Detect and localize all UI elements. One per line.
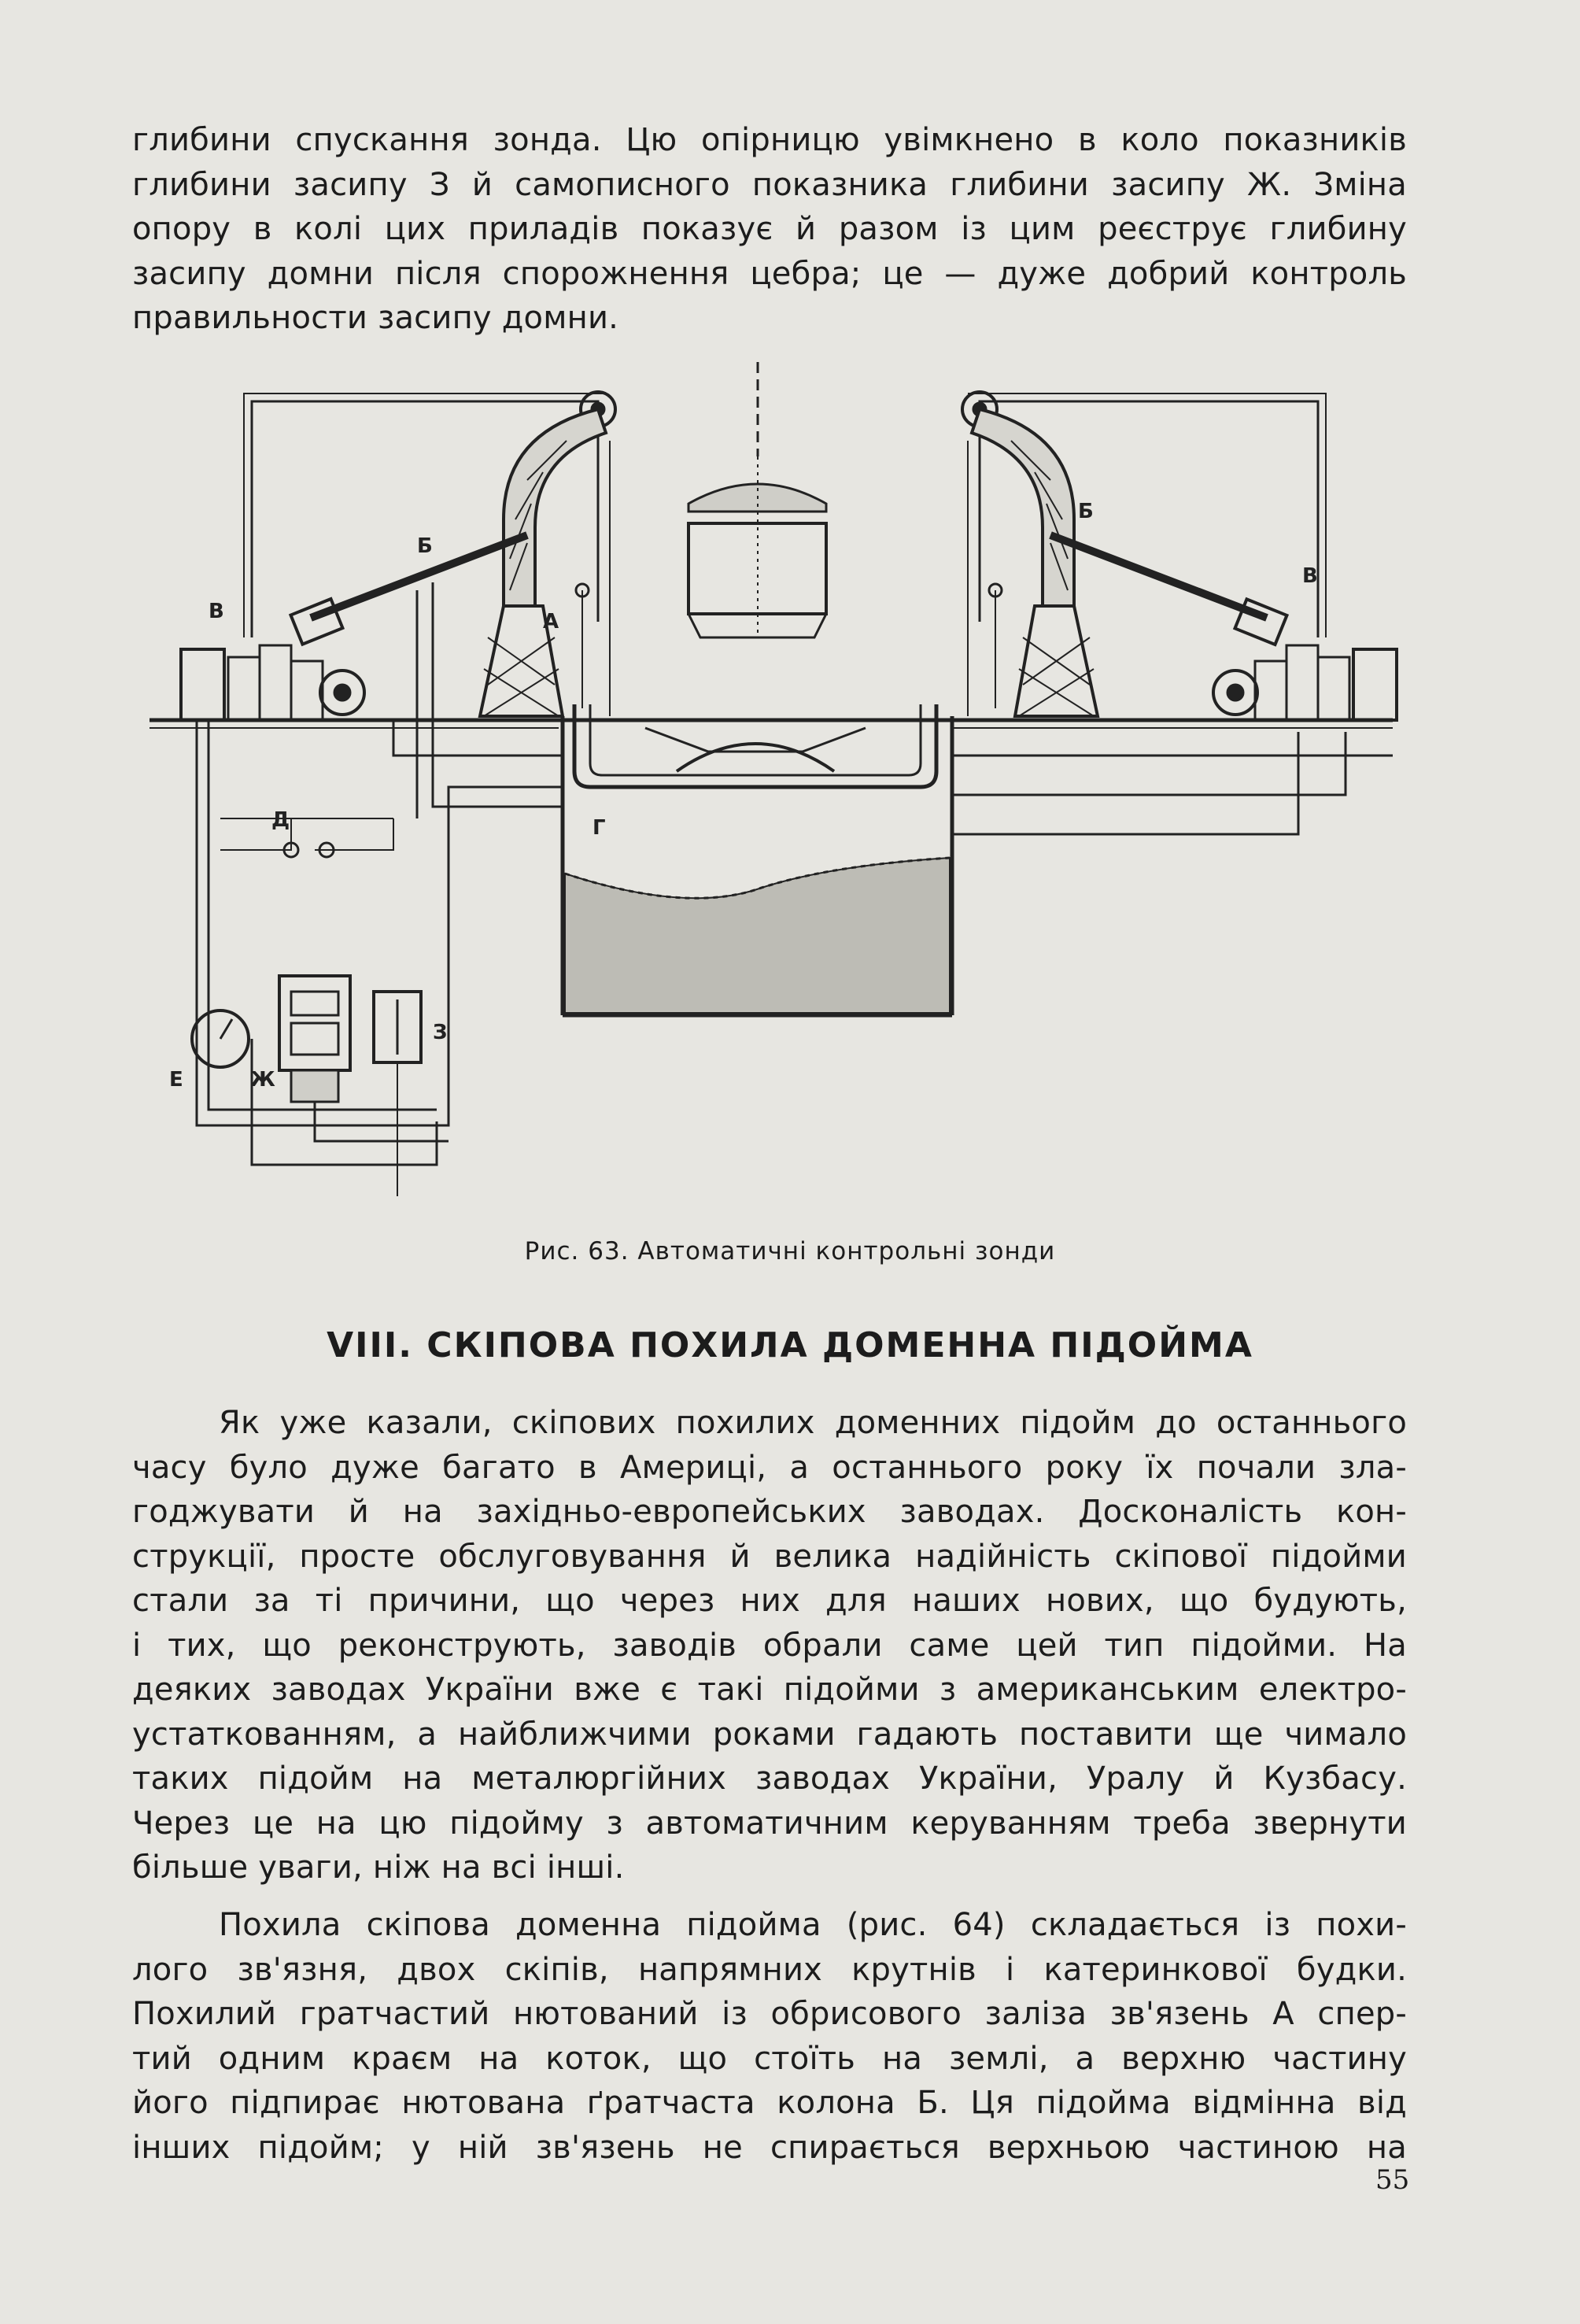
text-line: лого зв'язня, двох скіпів, напрямних кру… [132,1951,1407,1988]
text-line: устаткованням, а найближчими роками гада… [132,1716,1407,1753]
text-line: часу було дуже багато в Америці, а остан… [132,1449,1407,1486]
text-line: інших підойм; у ній зв'язень не спираєть… [132,2129,1407,2166]
text-line: струкції, просте обслуговування й велика… [132,1538,1407,1575]
label-zh: Ж [250,1068,275,1092]
text-line: Як уже казали, скіпових похилих доменних… [219,1405,1407,1441]
label-v-left: В [209,600,224,623]
label-b-left: Б [417,534,433,558]
text-line: Через це на цю підойму з автоматичним ке… [132,1805,1407,1842]
text-line: Похилий гратчастий нютований із обрисово… [132,1996,1407,2032]
text-line: глибини засипу З й самописного показника… [132,166,1407,203]
text-line: правильности засипу домни. [132,300,619,336]
paragraph-a: Як уже казали, скіпових похилих доменних… [132,1401,1407,1890]
text-line: його підпирає нютована ґратчаста колона … [132,2085,1407,2121]
label-z: З [433,1021,447,1044]
text-line: таких підойм на металюргійних заводах Ук… [132,1761,1407,1797]
text-line: глибини спускання зонда. Цю опірницю уві… [132,122,1407,158]
label-g: Г [592,816,606,840]
text-line: опору в колі цих приладів показує й разо… [132,211,1407,247]
text-line: і тих, що реконструють, заводів обрали с… [132,1627,1407,1664]
text-line: Похила скіпова доменна підойма (рис. 64)… [219,1907,1407,1943]
text-line: деяких заводах України вже є такі підойм… [132,1672,1407,1708]
label-v-right: В [1302,564,1318,588]
label-a: А [543,610,559,634]
top-paragraph: глибини спускання зонда. Цю опірницю уві… [132,118,1407,341]
text-line: тий одним краєм на коток, що стоїть на з… [132,2040,1407,2077]
paragraph-b: Похила скіпова доменна підойма (рис. 64)… [132,1903,1407,2170]
section-heading: VIII. СКІПОВА ПОХИЛА ДОМЕННА ПІДОЙМА [327,1325,1253,1365]
text-line: стали за ті причини, що через них для на… [132,1583,1407,1619]
label-e: Е [169,1068,183,1092]
figure-caption: Рис. 63. Автоматичні контрольні зонди [524,1237,1056,1265]
text-line: годжувати й на західньо-европейських зав… [132,1494,1407,1530]
label-d: Д [271,808,290,832]
text-line: більше уваги, ніж на всі інші. [132,1849,625,1886]
text-line: засипу домни після спорожнення цебра; це… [132,255,1407,292]
figure-automatic-probes: Б В А Б В Г Д Е Ж З [150,362,1398,1196]
label-b-right: Б [1078,500,1094,523]
page-number: 55 [1375,2164,1410,2196]
